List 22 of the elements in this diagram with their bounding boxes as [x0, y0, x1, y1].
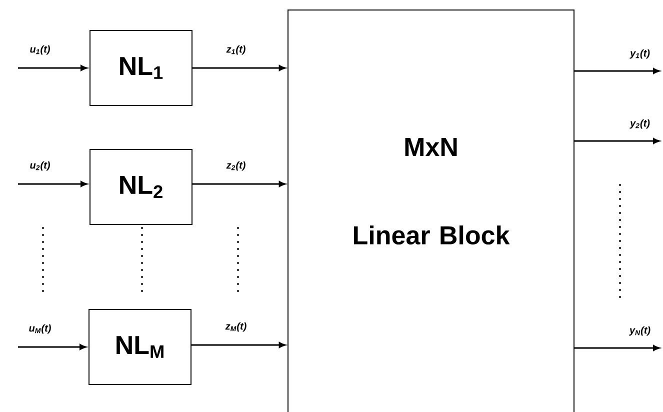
linear-block: MxN Linear Block: [288, 10, 574, 412]
edge-label: u$_{M}$(t): [29, 324, 51, 334]
arrow: [18, 65, 88, 71]
arrow: [192, 342, 286, 348]
edge-label: u$_{1}$(t): [30, 45, 50, 55]
arrow: [18, 181, 88, 187]
edge-label: u$_{2}$(t): [30, 161, 50, 171]
process-box: NL$_{2}$: [90, 149, 192, 225]
edge-label: z$_{2}$(t): [226, 161, 246, 171]
arrow: [574, 138, 660, 144]
edge-label: z$_{1}$(t): [226, 45, 246, 55]
arrow: [192, 181, 286, 187]
process-box: NL$_{1}$: [90, 30, 192, 106]
process-box: NL$_{M}$: [88, 309, 192, 385]
arrow: [18, 344, 86, 350]
edge-label: y$_{N}$(t): [629, 326, 650, 336]
edge-label: y$_{1}$(t): [630, 49, 650, 59]
edge-label: y$_{2}$(t): [630, 119, 650, 129]
arrow: [192, 65, 286, 71]
edge-label: z$_{M}$(t): [225, 322, 246, 332]
arrow: [574, 345, 660, 351]
arrow: [574, 68, 660, 74]
